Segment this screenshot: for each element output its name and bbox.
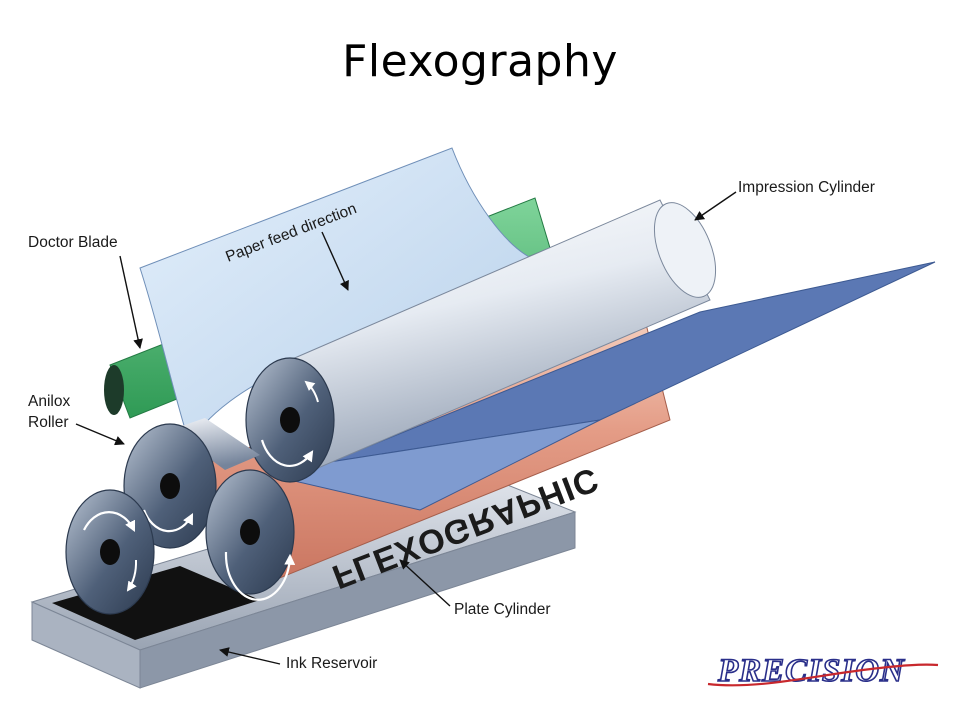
slide-title: Flexography [342,36,618,87]
label-anilox: Anilox [28,393,70,410]
label-impression-cylinder: Impression Cylinder [738,179,875,196]
label-plate-cylinder: Plate Cylinder [454,601,551,618]
fountain-roller [65,489,155,615]
label-ink-reservoir: Ink Reservoir [286,655,377,672]
precision-logo: PRECISION [707,652,939,690]
label-roller: Roller [28,414,68,431]
paper-sheet: Paper feed direction [139,147,542,447]
paper-output [288,261,936,511]
plate-cylinder-end [205,469,296,601]
logo-text: PRECISION [717,653,905,689]
impression-cylinder [245,199,717,483]
label-doctor-blade: Doctor Blade [28,234,118,251]
